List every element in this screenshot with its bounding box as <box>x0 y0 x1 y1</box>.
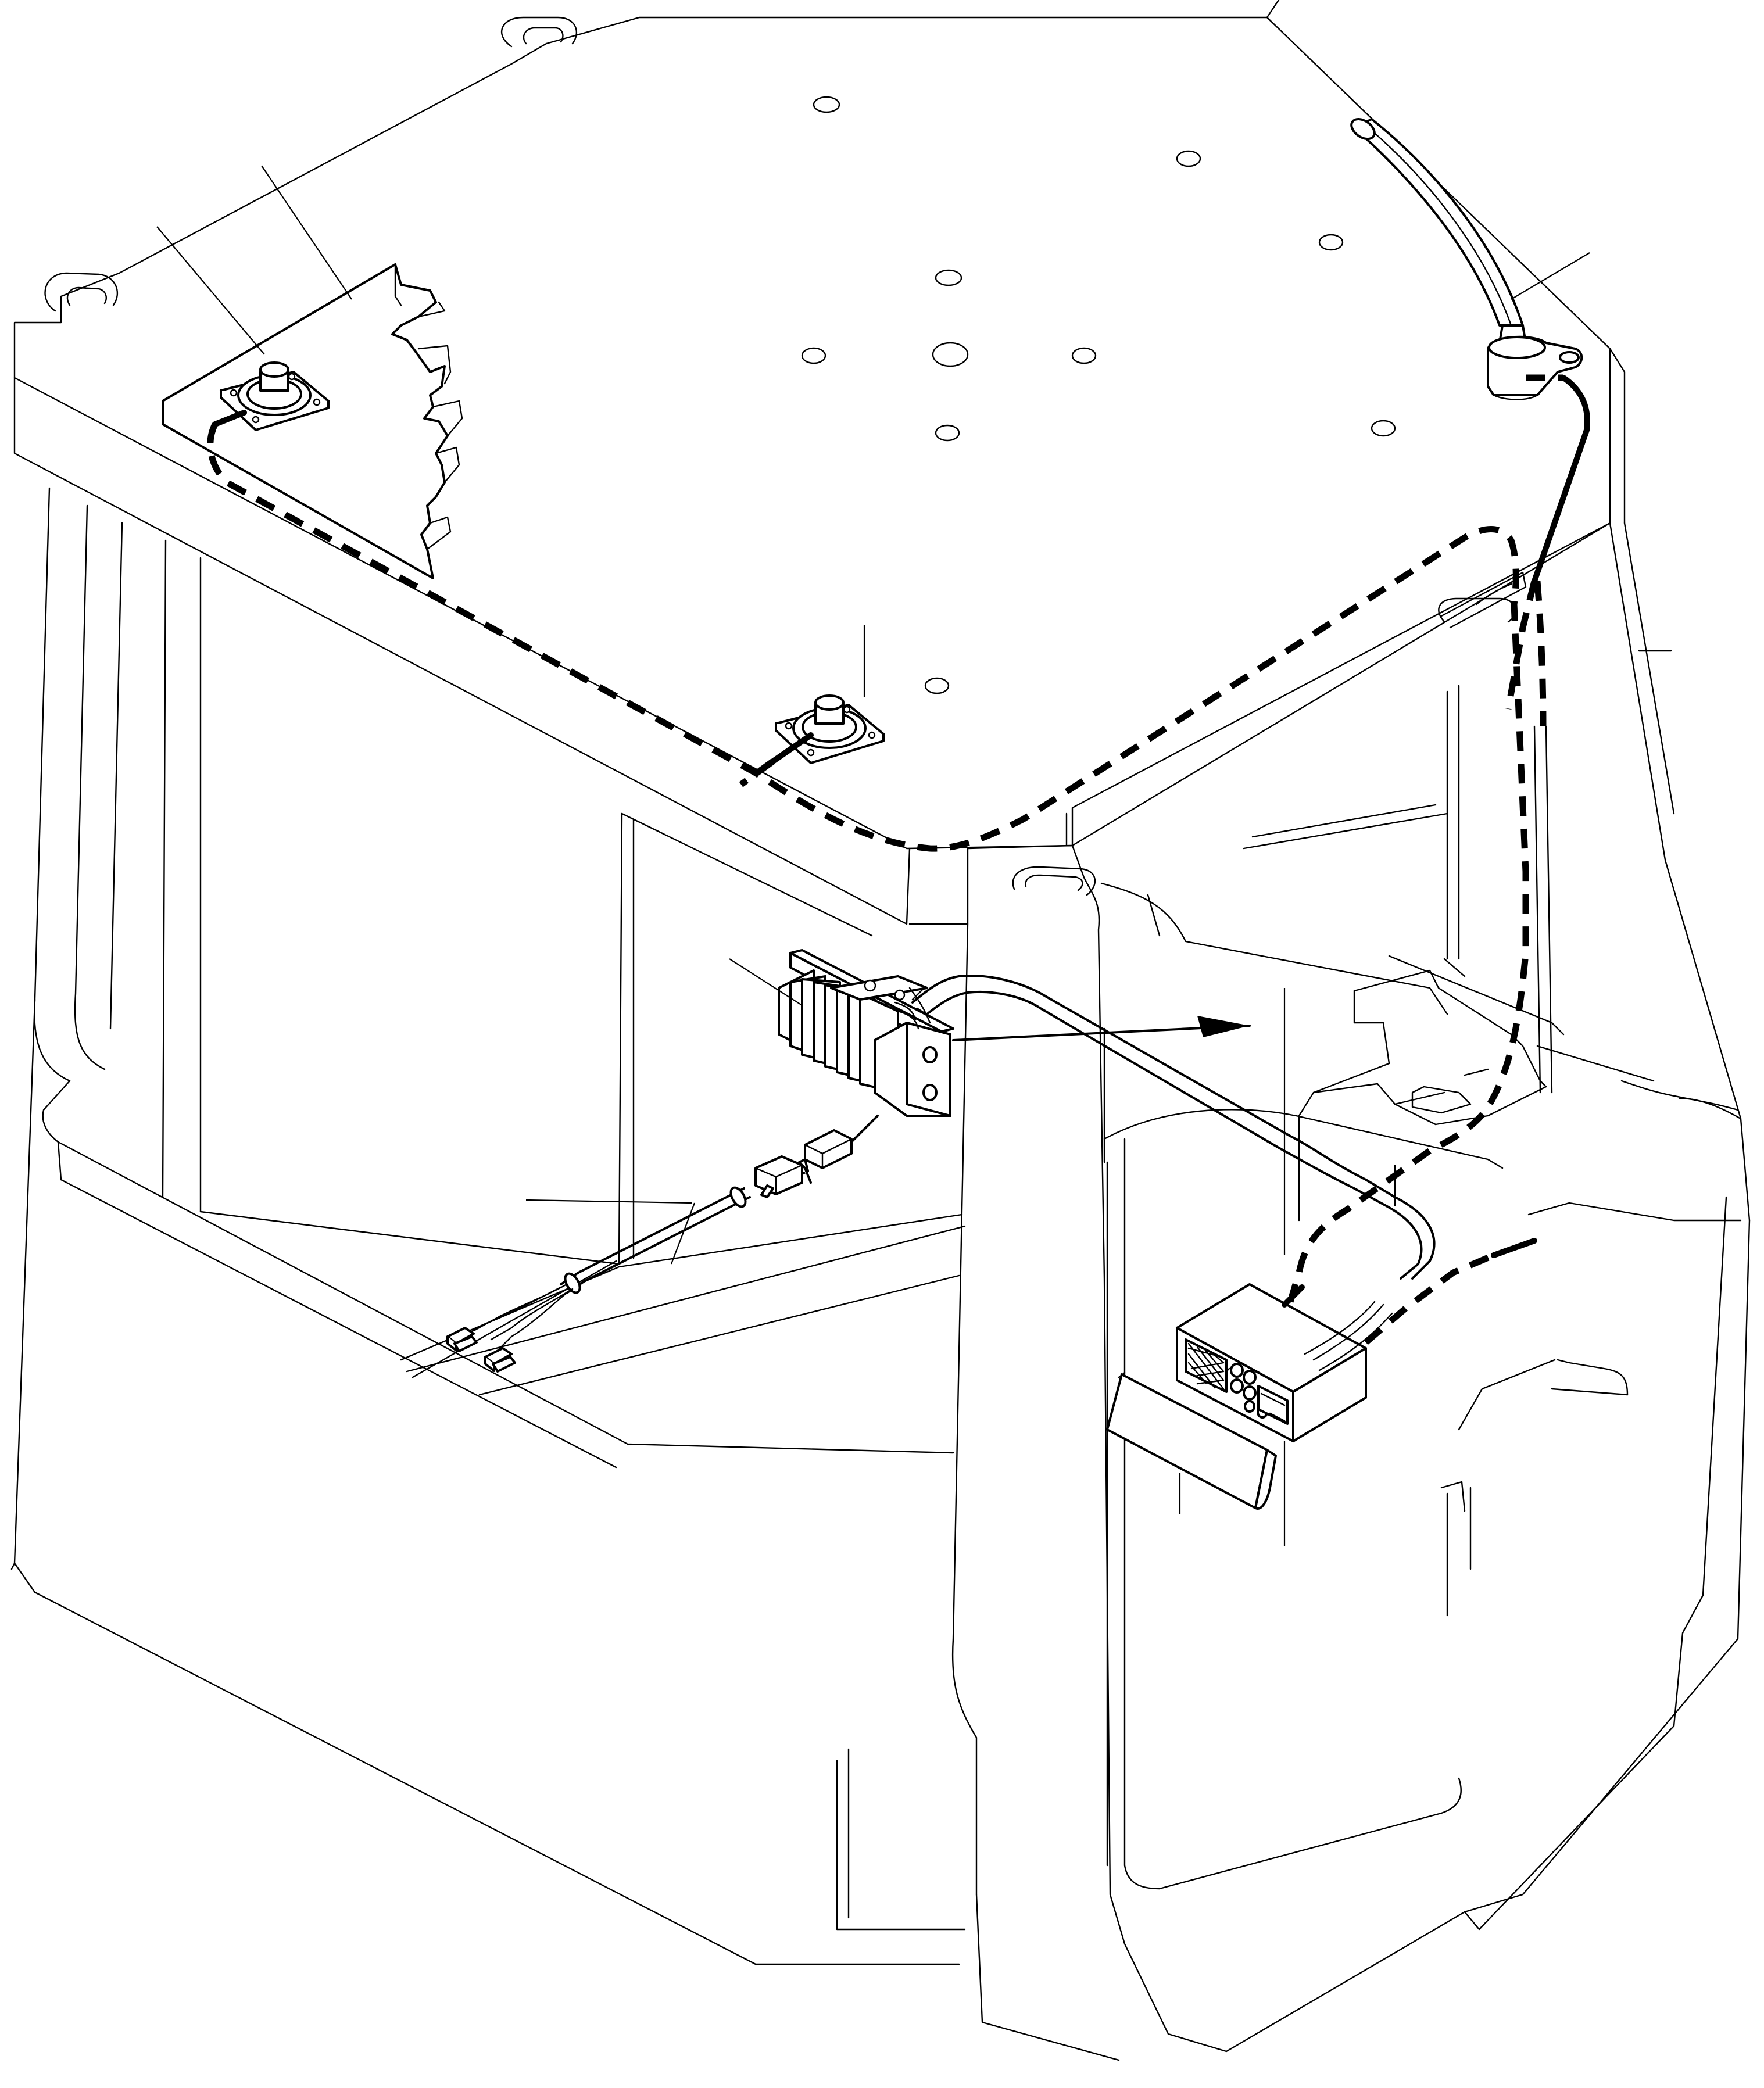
mount-direction-arrow <box>952 1016 1251 1041</box>
cab-right-lower-body <box>1109 1893 1524 2053</box>
leader-converter <box>729 958 803 1006</box>
antenna-cable <box>1505 374 1590 727</box>
heatsink-icon <box>778 949 954 1117</box>
roof-mounting-holes <box>801 96 1396 694</box>
leader-speaker-left <box>156 226 265 355</box>
cover-plate-icon <box>1106 1371 1277 1510</box>
callout-leaders <box>156 165 1590 1546</box>
speaker-left <box>220 361 330 431</box>
lifting-eye-right-front <box>1012 866 1096 896</box>
front-right-pillar <box>951 923 978 1896</box>
speaker-icon <box>775 694 885 764</box>
trim-cover <box>1106 1371 1277 1510</box>
roof-panel-cutaway <box>162 263 463 579</box>
speaker-center <box>775 694 885 764</box>
roof-top-outline <box>13 16 1611 850</box>
left-pillar <box>34 487 71 1082</box>
console-bracket <box>1298 969 1547 1222</box>
speaker-icon <box>220 361 330 431</box>
voltage-converter <box>778 949 954 1117</box>
leader-antenna <box>1511 252 1590 300</box>
lifting-eye-top <box>500 16 578 48</box>
wire-harness-icon <box>446 975 1436 1373</box>
radio-unit <box>1176 1283 1393 1442</box>
leader-harness <box>525 1199 692 1204</box>
rear-window-frame <box>618 812 623 1265</box>
radio-icon <box>1176 1283 1393 1442</box>
speaker-cable <box>207 410 1537 1345</box>
cab-shell <box>10 0 1751 2061</box>
speaker-cable-route <box>207 422 1529 1303</box>
door-frame <box>1100 882 1448 1015</box>
power-harness <box>446 975 1436 1373</box>
antenna <box>1350 117 1583 400</box>
leader-harness-b <box>670 1202 696 1265</box>
lifting-eye-left <box>44 272 119 312</box>
antenna-icon <box>1350 117 1583 400</box>
leader-roof-cutaway <box>261 165 352 300</box>
cab-lower-body <box>42 1080 954 1454</box>
